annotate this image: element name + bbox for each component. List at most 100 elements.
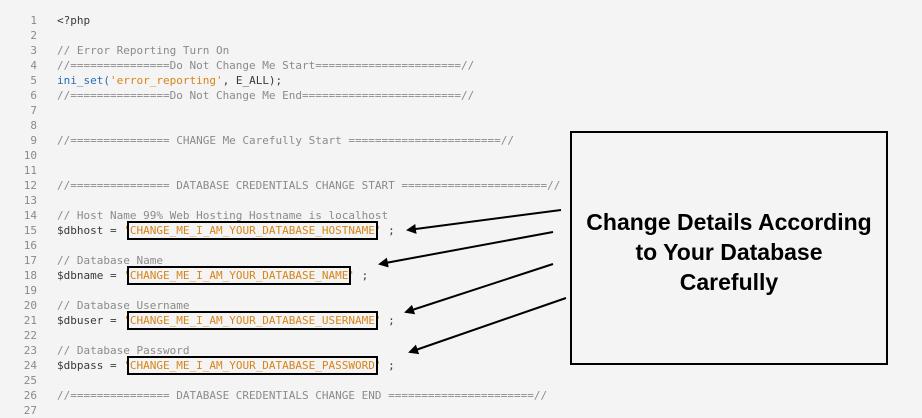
callout-box: Change Details According to Your Databas…: [570, 131, 888, 365]
code-comment: //=============== DATABASE CREDENTIALS C…: [57, 179, 561, 192]
code-comment: //===============Do Not Change Me Start=…: [57, 59, 475, 72]
code-text: // Error Reporting Turn On: [57, 43, 229, 58]
line-number: 1: [30, 14, 37, 27]
code-text: $dbname = 'CHANGE_ME_I_AM_YOUR_DATABASE_…: [57, 266, 369, 285]
code-line[interactable]: 3 // Error Reporting Turn On: [0, 43, 922, 58]
code-function: ini_set(: [57, 74, 110, 87]
code-text: //===============Do Not Change Me Start=…: [57, 58, 474, 73]
line-number: 3: [30, 44, 37, 57]
line-number: 15: [23, 224, 37, 237]
code-text: //===============Do Not Change Me End===…: [57, 88, 474, 103]
code-token: ;: [381, 224, 395, 237]
code-text: //=============== CHANGE Me Carefully St…: [57, 133, 514, 148]
code-line[interactable]: 8: [0, 118, 922, 133]
code-text: // Database Name: [57, 253, 163, 268]
code-line[interactable]: 27: [0, 403, 922, 418]
code-line[interactable]: 6 //===============Do Not Change Me End==…: [0, 88, 922, 103]
code-text: $dbuser = 'CHANGE_ME_I_AM_YOUR_DATABASE_…: [57, 311, 395, 330]
code-token: ;: [381, 314, 395, 327]
line-number: 20: [23, 299, 37, 312]
code-line[interactable]: 11: [0, 163, 922, 178]
code-string: ': [123, 314, 130, 327]
code-comment: // Host Name 99% Web Hosting Hostname is…: [57, 209, 389, 222]
line-number: 18: [23, 269, 37, 282]
code-comment: // Error Reporting Turn On: [57, 44, 230, 57]
code-string: ': [123, 224, 130, 237]
line-number: 6: [30, 89, 37, 102]
code-line[interactable]: 14 // Host Name 99% Web Hosting Hostname …: [0, 208, 922, 223]
line-number: 14: [23, 209, 37, 222]
line-number: 11: [23, 164, 37, 177]
code-token: ;: [355, 269, 369, 282]
code-line[interactable]: 15 $dbhost = 'CHANGE_ME_I_AM_YOUR_DATABAS…: [0, 221, 922, 240]
code-line[interactable]: 16: [0, 238, 922, 253]
line-number: 12: [23, 179, 37, 192]
code-string: ': [348, 269, 356, 282]
code-comment: //=============== CHANGE Me Carefully St…: [57, 134, 514, 147]
line-number: 24: [23, 359, 37, 372]
arrow-hostname: [406, 209, 562, 234]
arrow-username: [404, 263, 554, 315]
line-number: 9: [30, 134, 37, 147]
line-number: 25: [23, 374, 37, 387]
code-token: , E_ALL);: [222, 74, 283, 87]
line-number: 7: [30, 104, 37, 117]
code-string: ': [374, 224, 382, 237]
callout-line-2: to Your Database: [635, 239, 823, 265]
code-comment: // Database Password: [57, 344, 190, 357]
line-number: 23: [23, 344, 37, 357]
code-line[interactable]: 13: [0, 193, 922, 208]
callout-line-3: Carefully: [679, 269, 779, 295]
code-token: <?php: [57, 14, 91, 27]
arrow-password: [408, 297, 567, 355]
code-line[interactable]: 19: [0, 283, 922, 298]
code-line[interactable]: 25: [0, 373, 922, 388]
dbname-placeholder: CHANGE_ME_I_AM_YOUR_DATABASE_NAME: [126, 266, 352, 285]
code-text: // Host Name 99% Web Hosting Hostname is…: [57, 208, 388, 223]
line-number: 19: [23, 284, 37, 297]
code-line[interactable]: 24 $dbpass = 'CHANGE_ME_I_AM_YOUR_DATABAS…: [0, 356, 922, 375]
callout-text: Change Details According to Your Databas…: [572, 207, 886, 297]
code-line[interactable]: 7: [0, 103, 922, 118]
code-line[interactable]: 22: [0, 328, 922, 343]
code-line[interactable]: 2: [0, 28, 922, 43]
hostname-placeholder: CHANGE_ME_I_AM_YOUR_DATABASE_HOSTNAME: [126, 221, 378, 240]
code-text: <?php: [57, 13, 90, 28]
code-text: $dbhost = 'CHANGE_ME_I_AM_YOUR_DATABASE_…: [57, 221, 395, 240]
code-comment: //=============== DATABASE CREDENTIALS C…: [57, 389, 548, 402]
code-line[interactable]: 23 // Database Password: [0, 343, 922, 358]
line-number: 13: [23, 194, 37, 207]
line-number: 10: [23, 149, 37, 162]
line-number: 8: [30, 119, 37, 132]
code-line[interactable]: 4//===============Do Not Change Me Start…: [0, 58, 922, 73]
code-line[interactable]: 1 <?php: [0, 13, 922, 28]
code-line[interactable]: 18 $dbname = 'CHANGE_ME_I_AM_YOUR_DATABAS…: [0, 266, 922, 285]
code-token: $dbpass =: [57, 359, 124, 372]
code-token: $dbname =: [57, 269, 124, 282]
code-line[interactable]: 10: [0, 148, 922, 163]
code-token: $dbuser =: [57, 314, 124, 327]
code-text: // Database Username: [57, 298, 189, 313]
code-text: //=============== DATABASE CREDENTIALS C…: [57, 178, 560, 193]
code-string: ': [123, 359, 130, 372]
code-comment: // Database Username: [57, 299, 190, 312]
code-line[interactable]: 17 // Database Name: [0, 253, 922, 268]
code-line[interactable]: 21$dbuser = 'CHANGE_ME_I_AM_YOUR_DATABAS…: [0, 311, 922, 330]
code-line[interactable]: 12 //=============== DATABASE CREDENTIALS…: [0, 178, 922, 193]
code-string: ': [374, 359, 382, 372]
line-number: 5: [30, 74, 37, 87]
arrow-dbname: [378, 231, 554, 268]
line-number: 27: [23, 404, 37, 417]
code-line[interactable]: 9 //=============== CHANGE Me Carefully S…: [0, 133, 922, 148]
line-number: 17: [23, 254, 37, 267]
code-text: // Database Password: [57, 343, 189, 358]
password-placeholder: CHANGE_ME_I_AM_YOUR_DATABASE_PASSWORD: [126, 356, 378, 375]
code-line[interactable]: 26//=============== DATABASE CREDENTIALS…: [0, 388, 922, 403]
callout-line-1: Change Details According: [586, 209, 872, 235]
code-text: $dbpass = 'CHANGE_ME_I_AM_YOUR_DATABASE_…: [57, 356, 395, 375]
code-token: $dbhost =: [57, 224, 124, 237]
code-line[interactable]: 20 // Database Username: [0, 298, 922, 313]
code-comment: //===============Do Not Change Me End===…: [57, 89, 475, 102]
